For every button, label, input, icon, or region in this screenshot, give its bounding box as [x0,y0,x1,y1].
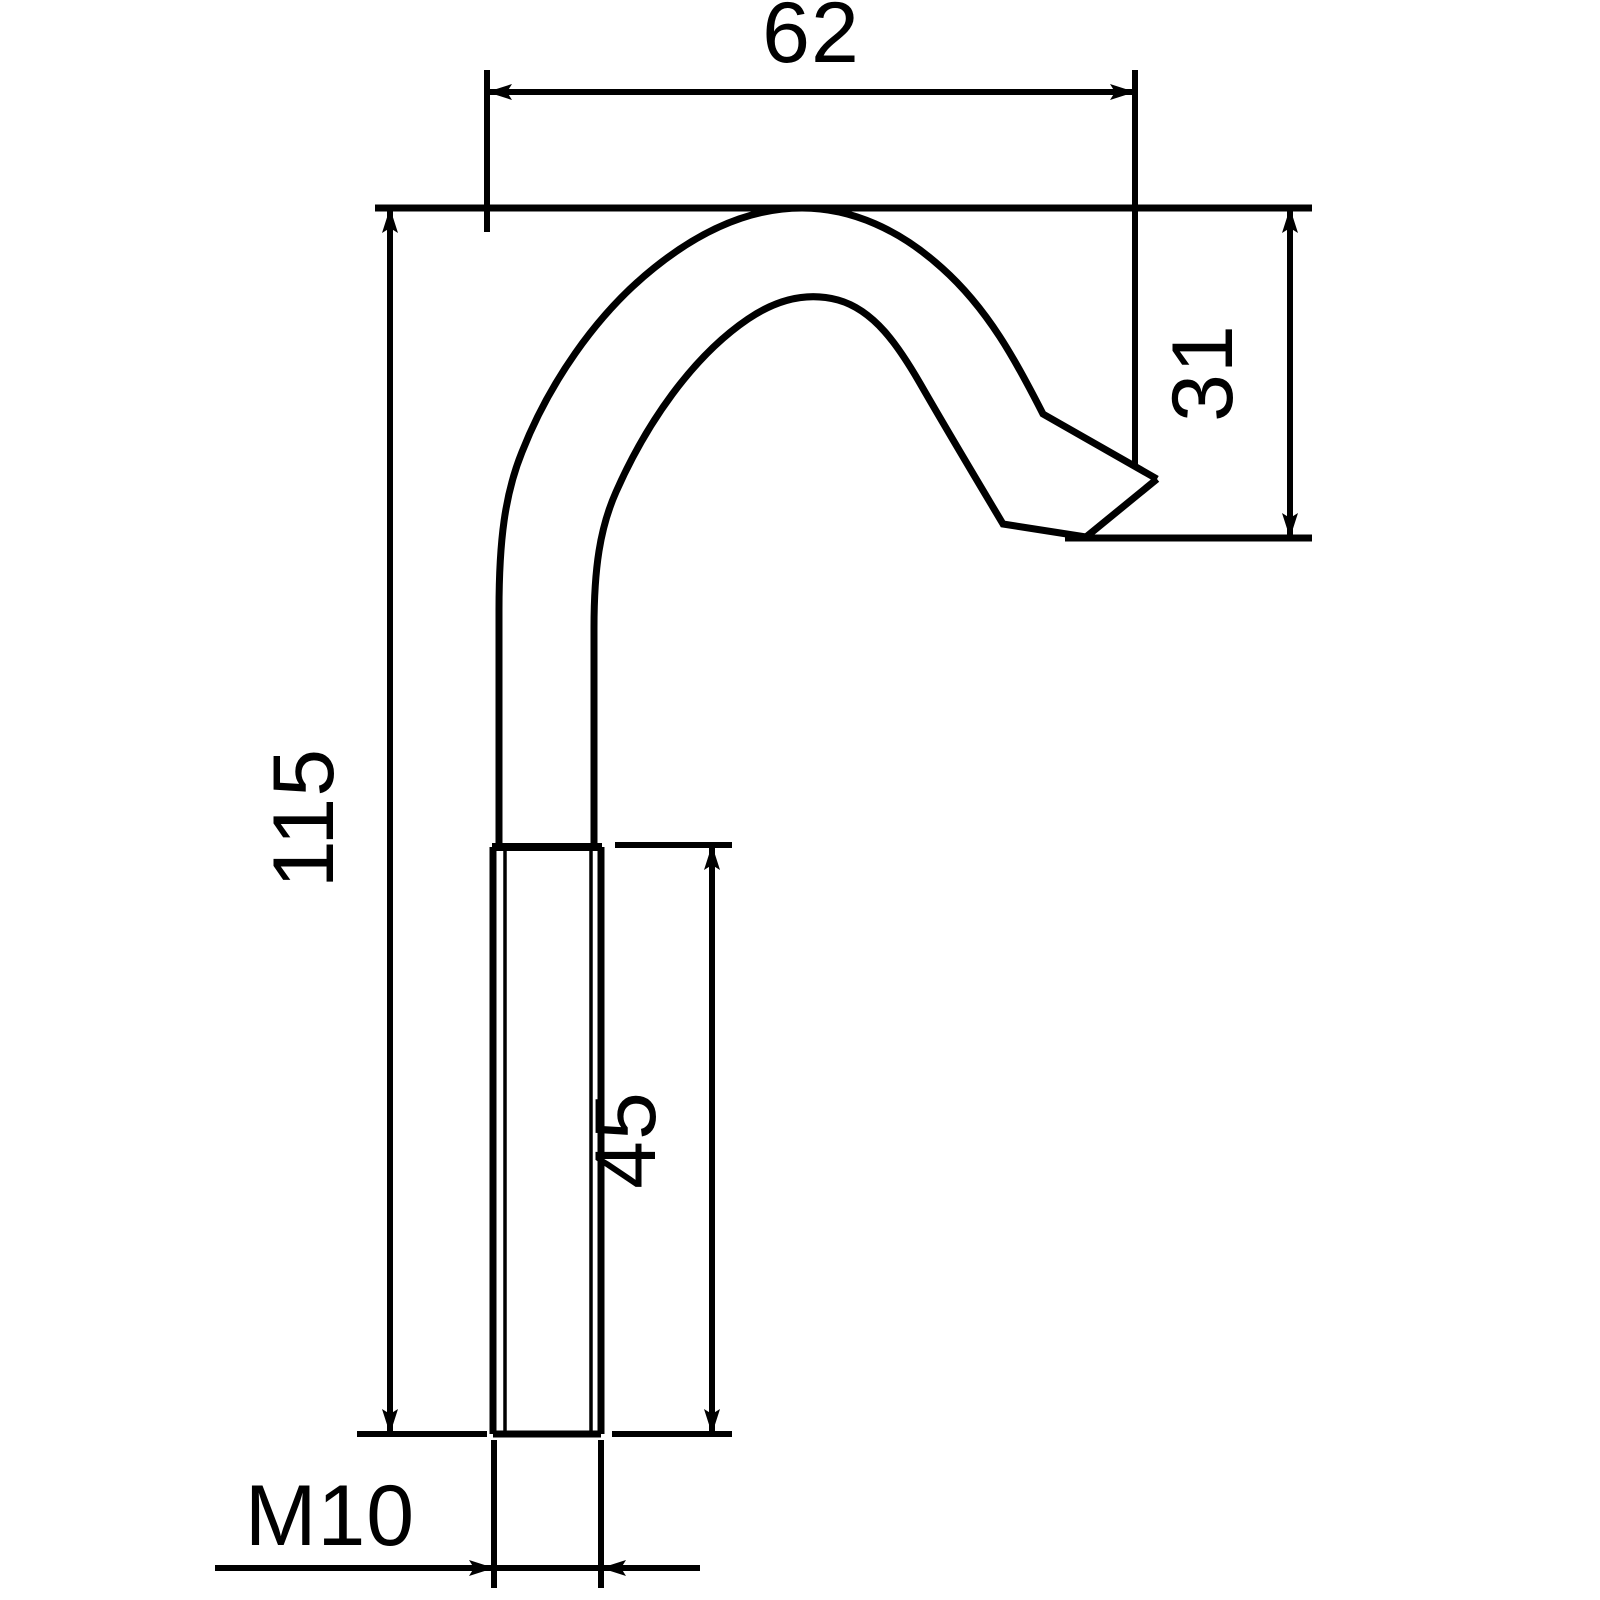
dimension-label-m10: M10 [245,1468,415,1564]
dimension-m10 [215,1440,700,1588]
dimension-label-45: 45 [578,1091,674,1189]
reference-lines [375,204,1312,542]
part-outline [495,204,1160,847]
dimension-label-115: 115 [256,748,352,888]
dimension-label-31: 31 [1155,324,1251,422]
hook-outer-profile [495,204,1159,847]
hook-tip-face [1083,476,1160,540]
threaded-shank [489,843,605,1438]
hook-inner-profile [590,293,1087,847]
dimension-label-62: 62 [762,0,860,81]
dimension-45 [612,842,732,1437]
dimension-115 [357,208,487,1437]
